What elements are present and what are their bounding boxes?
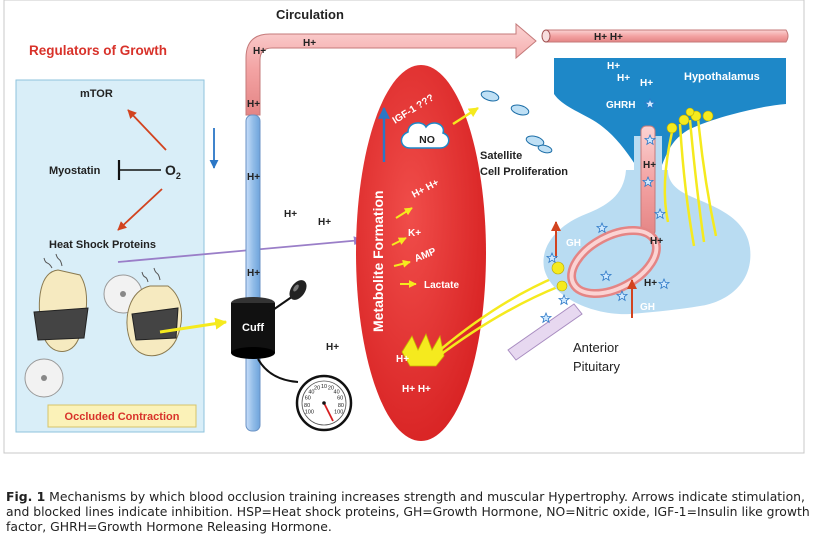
gauge-tick-label: 60	[305, 396, 311, 402]
hsp-label: Heat Shock Proteins	[49, 239, 156, 251]
gauge-tick-label: 20	[328, 386, 334, 392]
occlusion-training-diagram: Regulators of Growth mTOR Myostatin O2 H…	[3, 0, 805, 454]
circulation-label: Circulation	[276, 7, 344, 22]
neuron-fibers	[663, 117, 718, 247]
gh-label-lower: GH	[640, 302, 655, 313]
satellite-cell-icons	[480, 90, 553, 154]
hormone-star-icons	[539, 97, 671, 324]
neuron-cell-icons	[666, 107, 714, 134]
hplus-mid-2: H+	[318, 217, 331, 228]
gauge-tick-label: 20	[314, 386, 320, 392]
ghrh-label: GHRH	[606, 100, 635, 111]
arm-to-cuff-arrow	[159, 317, 228, 334]
anterior-label: Anterior	[573, 340, 619, 355]
hypothalamus-label: Hypothalamus	[684, 71, 760, 83]
hplus-vessel-1: H+	[247, 99, 260, 110]
figure-caption: Fig. 1 Mechanisms by which blood occlusi…	[6, 489, 811, 534]
gauge-tick-label: 40	[308, 390, 314, 396]
arm-muscle-left-icon	[33, 253, 89, 352]
amp-arrow	[393, 259, 411, 268]
hplus-pit-1: H+	[643, 160, 656, 171]
gauge-tick-label: 80	[304, 403, 310, 409]
gauge-tick-label: 60	[337, 396, 343, 402]
cuff-icon	[231, 280, 307, 383]
o2-to-hsp-arrow	[117, 188, 163, 231]
metabolite-oval	[356, 65, 486, 441]
gh-label-upper: GH	[566, 238, 581, 249]
hplus-circ-3: H+ H+	[594, 32, 623, 43]
satellite-label-1: Satellite	[480, 150, 522, 162]
no-to-satellite-arrow	[452, 106, 479, 126]
gauge-tick-label: 100	[305, 410, 314, 416]
myostatin-label: Myostatin	[49, 165, 101, 177]
afferent-nerve-bundle	[401, 274, 561, 367]
hplus-mid-1: H+	[284, 209, 297, 220]
nerve-terminal-icon	[551, 261, 565, 275]
nerve-terminal-icon-2	[556, 280, 568, 292]
caption-label: Fig. 1	[6, 489, 46, 504]
venous-outflow-vessel	[507, 303, 583, 361]
circulation-vessel	[245, 22, 537, 116]
cuff-label: Cuff	[242, 322, 264, 334]
mtor-label: mTOR	[80, 88, 113, 100]
satellite-label-2: Cell Proliferation	[480, 166, 568, 178]
hplus-arrow	[395, 207, 413, 219]
panel-to-metabolite-arrow	[117, 236, 363, 263]
hplus-hypo-2: H+	[617, 73, 630, 84]
pituitary-label: Pituitary	[573, 359, 620, 374]
hplus-nerve-1: H+	[396, 354, 409, 365]
portal-loop	[567, 225, 661, 299]
hypothalamus-shape	[554, 58, 786, 172]
k-arrow	[391, 237, 407, 246]
k-label: K+	[408, 228, 421, 239]
regulators-title: Regulators of Growth	[29, 43, 167, 58]
no-cloud-icon	[400, 122, 450, 149]
metabolite-label: Metabolite Formation	[370, 190, 386, 332]
o2-label: O2	[165, 162, 181, 181]
hplus-circ-2: H+	[303, 38, 316, 49]
occluded-contraction-box	[47, 404, 197, 428]
gauge-tick-label: 10	[321, 384, 327, 390]
gauge-tick-label: 40	[334, 390, 340, 396]
caption-text: Mechanisms by which blood occlusion trai…	[6, 489, 810, 534]
gauge-tick-label: 100	[334, 410, 343, 416]
occluded-contraction-label: Occluded Contraction	[65, 411, 180, 423]
hplus-vessel-3: H+	[247, 268, 260, 279]
o2-to-mtor-arrow	[127, 109, 167, 151]
hplus-hypo-1: H+	[607, 61, 620, 72]
gauge-tick-label: 80	[338, 403, 344, 409]
hplus-pit-3: H+	[644, 278, 657, 289]
lactate-label: Lactate	[424, 280, 459, 291]
hplus-mid-3: H+	[326, 342, 339, 353]
no-label: NO	[419, 134, 435, 146]
hplus-nerve-2: H+ H+	[402, 384, 431, 395]
hplus-vessel-2: H+	[247, 172, 260, 183]
circulation-vessel-right	[545, 29, 789, 43]
hplus-hypo-3: H+	[640, 78, 653, 89]
hplus-pit-2: H+	[650, 236, 663, 247]
hplus-circ-1: H+	[253, 46, 266, 57]
